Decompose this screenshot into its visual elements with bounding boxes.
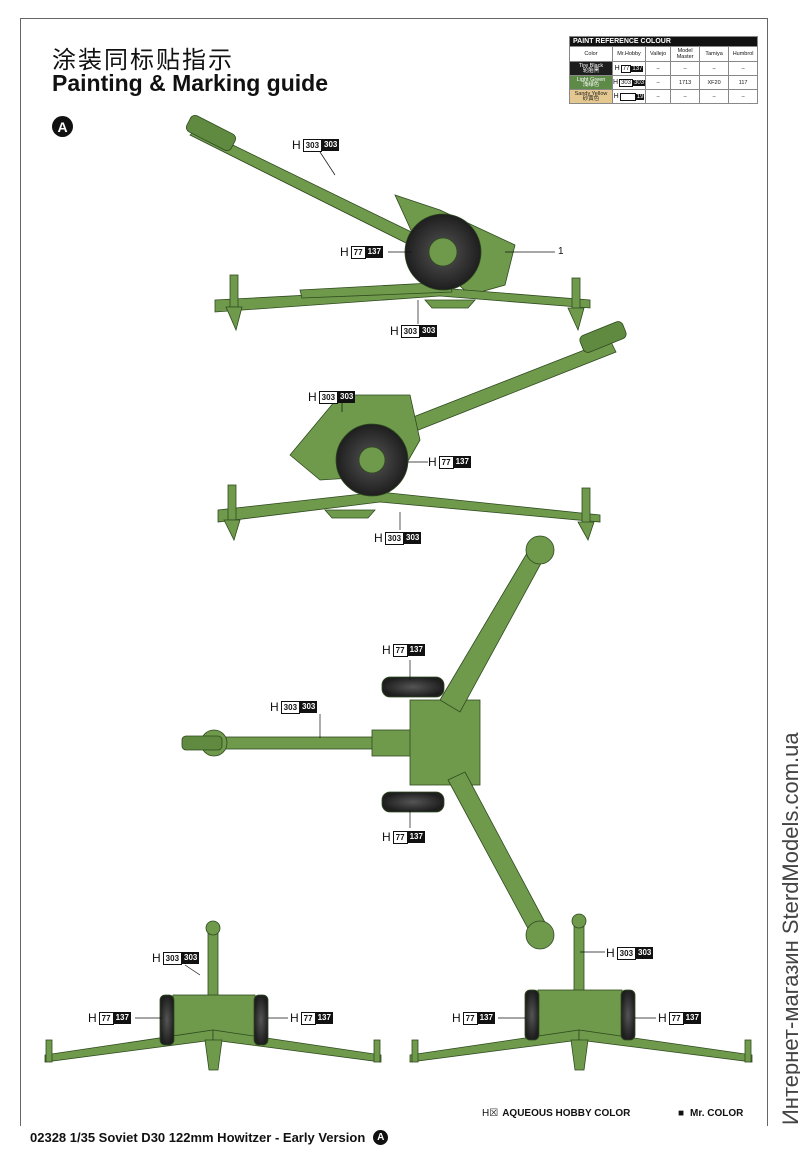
legend-mr-color: ■ Mr. COLOR <box>678 1108 744 1119</box>
mr-hobby-code: H 19 <box>611 89 647 104</box>
top-view <box>181 535 555 950</box>
front-view-left <box>44 920 382 1071</box>
front-view-right <box>409 913 753 1071</box>
part-number: 1 <box>558 246 564 257</box>
side-view-left <box>185 114 591 332</box>
leader-lines <box>135 151 656 1019</box>
legend-aqueous: H☒ AQUEOUS HOBBY COLOR <box>482 1108 631 1119</box>
footer-version-badge: A <box>373 1130 389 1145</box>
page-frame <box>20 18 768 1126</box>
header-humbrol: Humbrol <box>728 46 759 62</box>
version-badge: A <box>52 116 73 137</box>
store-watermark: Интернет-магазин SterdModels.com.ua <box>778 732 800 1125</box>
vallejo-code: – <box>645 89 672 104</box>
side-view-right <box>217 321 627 542</box>
title-english: Painting & Marking guide <box>52 70 329 96</box>
title-chinese: 涂装同标贴指示 <box>52 46 234 74</box>
paint-reference-table: PAINT REFERENCE COLOUR Color Mr.Hobby Va… <box>568 36 759 104</box>
footer-caption: 02328 1/35 Soviet D30 122mm Howitzer - E… <box>30 1130 389 1145</box>
humbrol-code: – <box>728 89 759 104</box>
